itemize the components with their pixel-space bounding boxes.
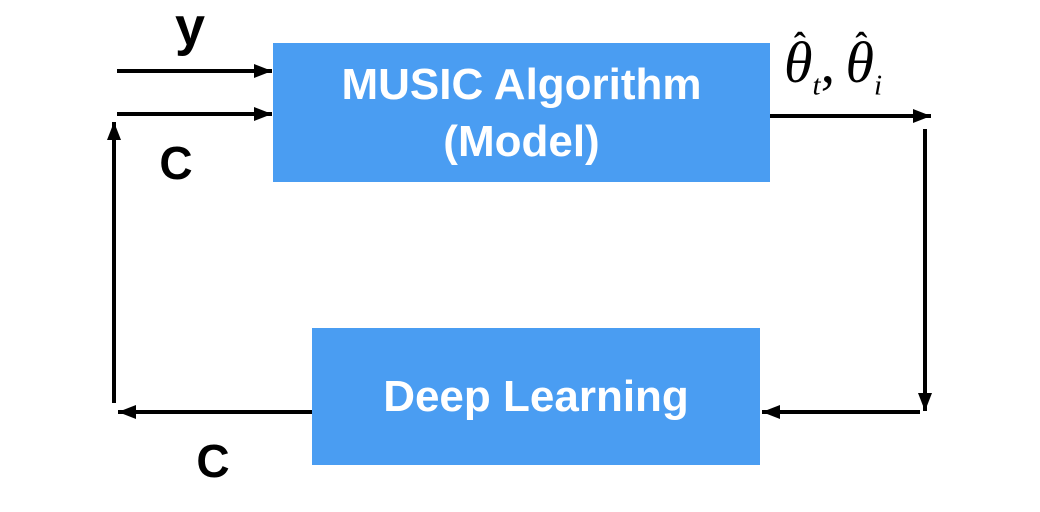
hat-accent: ˆ (793, 25, 806, 65)
subscript-i: i (874, 69, 883, 102)
theta-glyph: θ (845, 30, 875, 95)
label-input-y: y (174, 0, 206, 57)
music-algorithm-box: MUSIC Algorithm (Model) (273, 43, 770, 182)
theta-glyph: θ (784, 30, 813, 95)
subscript-t: t (812, 69, 821, 102)
comma-separator: , (820, 30, 836, 95)
deep-learning-box-title: Deep Learning (383, 372, 689, 421)
music-box-title-line1: MUSIC Algorithm (341, 59, 702, 109)
music-box-title-line2: (Model) (443, 116, 600, 166)
label-feedback-c-bottom: C (196, 435, 230, 487)
deep-learning-box: Deep Learning (312, 328, 760, 465)
label-feedback-c-top: C (159, 137, 193, 189)
hat-accent: ˆ (855, 25, 868, 65)
